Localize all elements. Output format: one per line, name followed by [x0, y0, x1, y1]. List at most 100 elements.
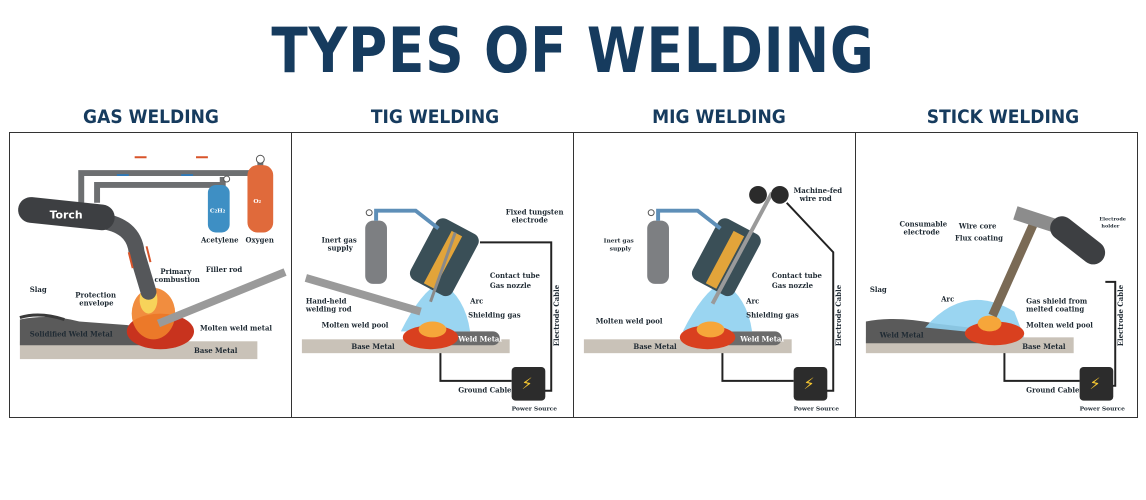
- wire-core-label: Wire core: [958, 222, 997, 230]
- base-metal-label: Base Metal: [351, 343, 395, 351]
- arc-label: Arc: [745, 298, 759, 306]
- slag-label: Slag: [870, 286, 887, 294]
- inert-gas-supply-label-1: Inert gas: [322, 236, 357, 244]
- protection-envelope-label-1: Protection: [75, 292, 116, 300]
- electrode-holder: [1050, 216, 1106, 265]
- gas-shield-label-2: melted coating: [1026, 306, 1084, 314]
- molten-weld-pool-label: Molten weld pool: [1026, 321, 1093, 329]
- weld-metal-label: Weld Metal: [457, 335, 502, 343]
- base-metal-plate: [19, 341, 258, 360]
- oxygen-cylinder: [247, 165, 274, 233]
- lightning-icon: ⚡: [1090, 374, 1101, 393]
- primary-combustion-label-1: Primary: [160, 268, 192, 276]
- shielding-gas: [682, 281, 753, 332]
- power-source-label: Power Source: [794, 406, 840, 413]
- machine-fed-wire-rod-label-1: Machine-fed: [794, 187, 843, 195]
- consumable-electrode-label-2: electrode: [903, 228, 940, 236]
- feed-roller-left: [749, 185, 767, 204]
- ground-cable-label: Ground Cable: [458, 387, 512, 395]
- hand-held-welding-rod: [304, 274, 422, 316]
- oxygen-formula: O₂: [253, 198, 261, 205]
- weld-bead: [722, 331, 782, 346]
- contact-tube-label: Contact tube: [490, 272, 541, 280]
- acetylene-hose: [94, 177, 226, 203]
- page-title: TYPES OF WELDING: [271, 14, 875, 87]
- oxygen-valve: [255, 154, 265, 164]
- inert-gas-cylinder: [365, 220, 387, 284]
- molten-weld-pool-label: Molten weld pool: [322, 321, 389, 329]
- electrode-cable-label: Electrode Cable: [1117, 284, 1125, 346]
- base-metal-label: Base Metal: [1022, 343, 1066, 351]
- solidified-weld-metal: [19, 316, 159, 346]
- base-metal-label: Base Metal: [633, 343, 677, 351]
- gas-valve: [647, 209, 655, 217]
- acetylene-label: Acetylene: [200, 236, 239, 244]
- machine-fed-wire-rod-label-2: wire rod: [799, 195, 832, 203]
- power-source: [511, 367, 546, 401]
- arc-glow: [418, 321, 447, 338]
- power-source: [793, 367, 828, 401]
- contact-tube-label: Contact tube: [772, 272, 823, 280]
- electrode-cable-label: Electrode Cable: [835, 284, 843, 346]
- contact-tube: [705, 230, 745, 289]
- electrode-holder-label-1: Electrode: [1099, 217, 1126, 223]
- electrode-holder-label-2: holder: [1101, 224, 1119, 230]
- wire-rod: [710, 191, 774, 305]
- molten-weld-pool-label: Molten weld pool: [596, 317, 663, 325]
- power-source: [1079, 367, 1114, 401]
- arc-glow: [977, 315, 1002, 332]
- protection-envelope-label-2: envelope: [79, 300, 114, 308]
- solidified-weld-metal-label: Solidified Weld Metal: [30, 330, 113, 338]
- stick-welding-panel: ⚡ Consumable electrode Wire core Flux co…: [856, 133, 1137, 417]
- acetylene-cylinder: [207, 184, 230, 233]
- gas-shield-label-1: Gas shield from: [1026, 298, 1088, 306]
- electrode-cable: [786, 202, 835, 392]
- power-source-label: Power Source: [512, 406, 558, 413]
- oxygen-label: Oxygen: [245, 236, 273, 244]
- hand-held-rod-label-2: welding rod: [305, 306, 352, 314]
- electrode-clamp: [1013, 206, 1059, 233]
- tig-welding-diagram: ⚡ Inert gas supply Fixed tungsten electr…: [301, 208, 564, 413]
- gas-nozzle-label: Gas nozzle: [772, 282, 814, 290]
- mig-welding-diagram: ⚡ Inert gas supply Machine-fed wire rod …: [583, 185, 843, 413]
- stick-welding-diagram: ⚡ Consumable electrode Wire core Flux co…: [865, 206, 1126, 413]
- diagram-panels: Torch C₂H₂ O₂ Acetylene Oxygen Filler ro…: [9, 132, 1138, 418]
- filler-rod-label: Filler rod: [206, 266, 242, 274]
- tig-welding-heading: TIG WELDING: [370, 106, 500, 128]
- arc-label: Arc: [940, 296, 954, 304]
- weld-metal-label: Weld Metal: [879, 331, 924, 339]
- tig-welding-panel: ⚡ Inert gas supply Fixed tungsten electr…: [292, 133, 574, 417]
- slag-layer: [19, 313, 65, 321]
- consumable-electrode-label-1: Consumable: [900, 221, 948, 229]
- tungsten-electrode: [429, 231, 457, 303]
- mig-welding-panel: ⚡ Inert gas supply Machine-fed wire rod …: [574, 133, 856, 417]
- acetylene-formula: C₂H₂: [210, 208, 226, 215]
- hand-held-rod-label-1: Hand-held: [306, 298, 347, 306]
- ground-cable: [439, 353, 512, 382]
- gas-nozzle-label: Gas nozzle: [490, 282, 532, 290]
- arc-glow: [696, 321, 725, 338]
- feed-roller-right: [770, 185, 789, 204]
- slag-label: Slag: [30, 286, 47, 294]
- torch-neck: [91, 212, 157, 300]
- inert-gas-supply-label-2: supply: [610, 245, 632, 252]
- ground-cable: [1003, 353, 1080, 382]
- torch-label: Torch: [50, 209, 83, 222]
- mig-welding-heading: MIG WELDING: [652, 106, 786, 128]
- power-source-label: Power Source: [1080, 406, 1126, 413]
- flux-coating-label: Flux coating: [955, 234, 1003, 242]
- gas-welding-panel: Torch C₂H₂ O₂ Acetylene Oxygen Filler ro…: [10, 133, 292, 417]
- lightning-icon: ⚡: [522, 374, 533, 393]
- base-metal-label: Base Metal: [194, 347, 238, 355]
- gas-hose: [374, 208, 440, 231]
- shielding-gas: [400, 281, 471, 332]
- fixed-tungsten-electrode-label-2: electrode: [512, 217, 549, 225]
- consumable-electrode: [988, 220, 1039, 318]
- inert-gas-supply-label-1: Inert gas: [604, 237, 635, 244]
- oxygen-hose: [78, 159, 264, 203]
- weld-metal-label: Weld Metal: [739, 335, 784, 343]
- shielding-gas-label: Shielding gas: [746, 312, 799, 320]
- filler-rod: [156, 268, 287, 328]
- gas-hose: [656, 208, 722, 231]
- acetylene-valve: [223, 175, 231, 183]
